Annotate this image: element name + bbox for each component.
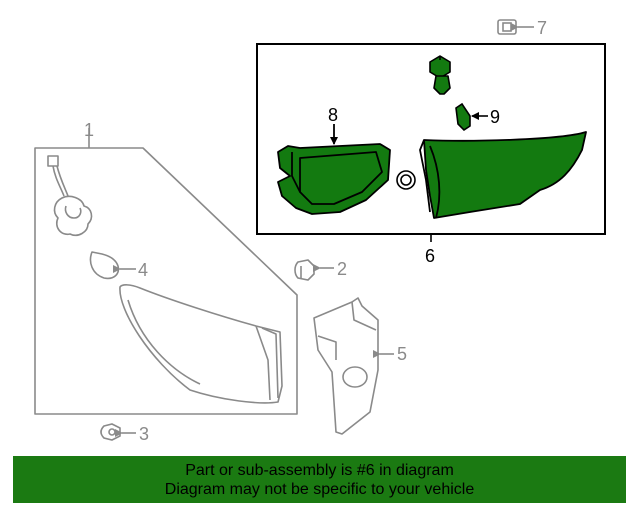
wire-connector [47, 155, 59, 167]
push-pin [429, 55, 451, 95]
callout-6: 6 [425, 246, 435, 266]
bulb-item-9 [455, 102, 488, 132]
callout-5: 5 [397, 344, 407, 364]
bulb-socket [53, 195, 93, 237]
banner-line-2: Diagram may not be specific to your vehi… [164, 481, 475, 498]
wire-harness [52, 165, 65, 197]
callout-4: 4 [138, 260, 148, 280]
callout-1: 1 [84, 120, 94, 140]
banner-line-1: Part or sub-assembly is #6 in diagram [185, 462, 454, 479]
assembly-outline-panel [34, 147, 298, 415]
info-banner: Part or sub-assembly is #6 in diagram Di… [13, 456, 626, 503]
bracket-item-5 [313, 297, 394, 435]
callout-3: 3 [139, 424, 149, 444]
tail-lamp-assembly-group [34, 128, 298, 415]
clip-item-2 [294, 259, 334, 281]
nut-item-3 [100, 423, 136, 441]
bulb-item-4 [89, 251, 120, 280]
housing-item-8 [277, 124, 391, 215]
callout-8: 8 [328, 105, 338, 125]
grommet [396, 170, 416, 190]
callout-7: 7 [537, 18, 547, 38]
lamp-lens [119, 284, 283, 404]
fastener-item-7 [497, 19, 534, 35]
callout-2: 2 [337, 259, 347, 279]
lamp-item-6 [419, 131, 587, 219]
callout-9: 9 [490, 107, 500, 127]
